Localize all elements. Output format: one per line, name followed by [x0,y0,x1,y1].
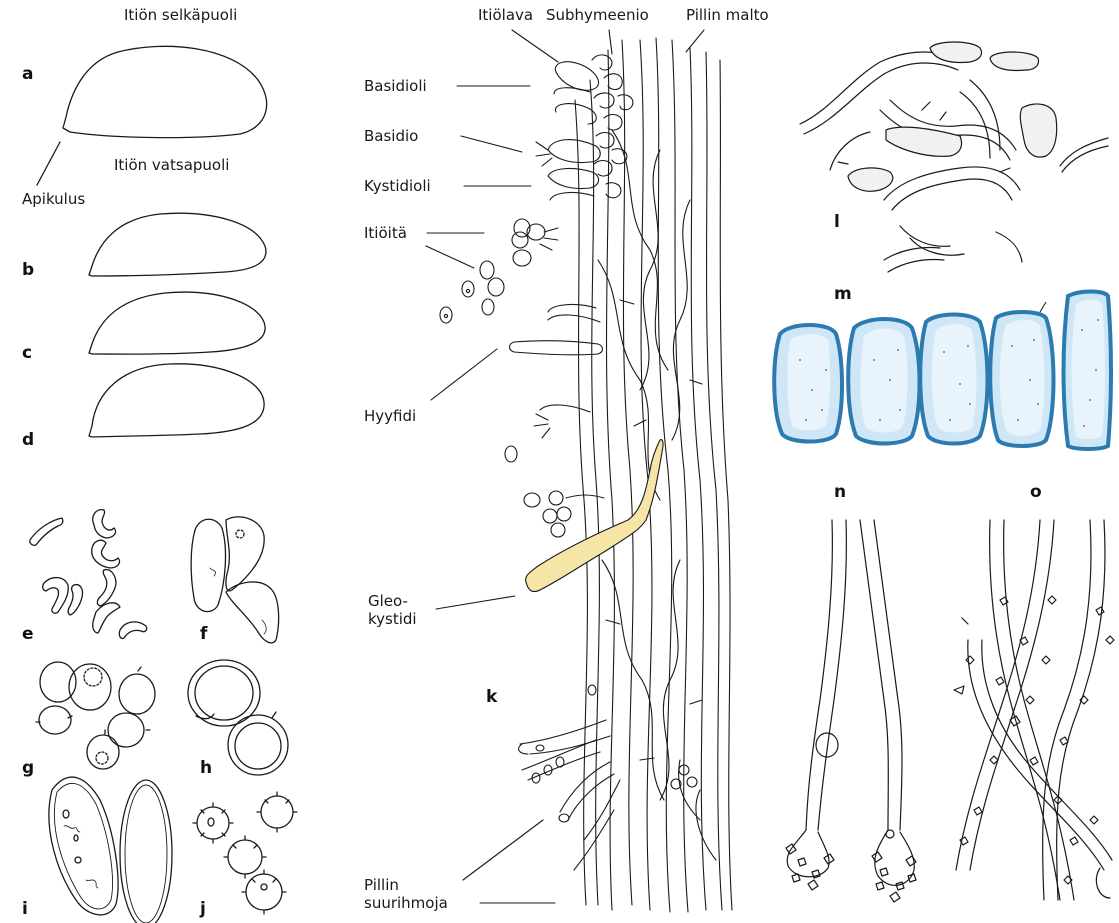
panel-label-n: n [834,482,846,502]
label-apiculus: Apikulus [22,190,85,208]
leader-itiolava [512,30,558,62]
panel-label-i: i [22,899,28,919]
panel-m-cells [774,292,1111,450]
panel-k-hymenium [426,30,732,912]
leader-hyyfidi [431,349,497,400]
spore-a-outline [63,46,267,137]
panel-label-f: f [200,624,207,644]
panel-i-spores [49,777,172,923]
panel-n-hyphae [786,520,916,902]
leader-basidio [461,136,522,152]
label-gloeo-line1: Gleo- [368,592,417,610]
spore-c-outline [89,292,265,354]
label-cystidioles: Kystidioli [364,177,431,195]
label-ventral: Itiön vatsapuoli [114,156,229,174]
label-tube-hyphae: Pillin suurihmoja [364,876,448,912]
spore-b-outline [89,213,266,276]
label-trama: Pillin malto [686,6,769,24]
label-tube-line1: Pillin [364,876,448,894]
label-hyphidia: Hyyfidi [364,407,416,425]
apiculus-leader [37,142,60,185]
label-tube-line2: suurihmoja [364,894,448,912]
leader-pillin-1 [463,820,543,880]
leader-itioita-2 [426,246,474,268]
spore-d-outline [89,364,264,437]
leader-subhymenium [609,30,612,54]
panel-label-l: l [834,212,840,232]
label-gloeocystidium: Gleo- kystidi [368,592,417,628]
panel-label-k: k [486,687,497,707]
panel-label-g: g [22,758,34,778]
label-subhymenium: Subhymeenio [546,6,649,24]
label-basidium: Basidio [364,127,418,145]
panel-label-a: a [22,64,33,84]
panel-label-b: b [22,260,34,280]
panel-label-c: c [22,343,32,363]
label-sterigma: Itiölava [478,6,533,24]
panel-l-hyphae [800,42,1108,272]
leader-gleo [436,596,515,609]
label-spores: Itiöitä [364,224,407,242]
panel-label-h: h [200,758,212,778]
panel-label-j: j [200,899,206,919]
panel-g-spores [36,662,155,769]
panel-j-spores [193,792,297,914]
leader-trama [686,30,704,52]
label-gloeo-line2: kystidi [368,610,417,628]
label-basidioles: Basidioli [364,77,427,95]
panel-o-hyphae [954,520,1114,900]
panel-label-o: o [1030,482,1042,502]
panel-label-e: e [22,624,34,644]
panel-e-spores [30,510,147,639]
panel-label-d: d [22,430,34,450]
panel-label-m: m [834,284,852,304]
label-dorsal: Itiön selkäpuoli [124,6,237,24]
